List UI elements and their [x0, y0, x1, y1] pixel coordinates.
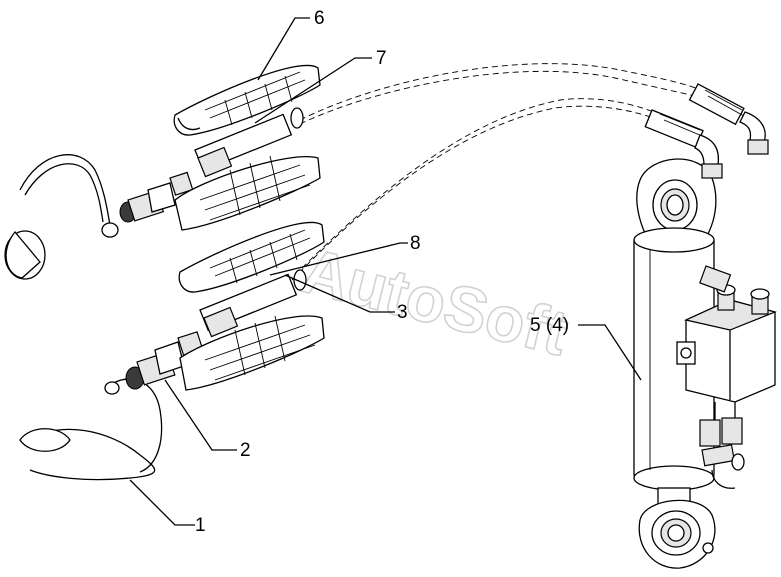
upper-holder-bottom: [174, 155, 321, 231]
hydraulic-cylinder: [633, 83, 777, 569]
callout-8: 8: [410, 233, 421, 254]
lower-holder-bottom: [179, 315, 325, 391]
upper-hose-end: [194, 107, 304, 178]
callout-7: 7: [376, 48, 387, 69]
upper-dust-cap-strap: [19, 154, 111, 226]
valve-block: [676, 265, 777, 489]
lower-dust-cap-strap: [29, 428, 156, 481]
callout-6: 6: [314, 8, 325, 29]
callout-2: 2: [240, 440, 251, 461]
cylinder-bottom-eye: [638, 499, 716, 569]
upper-quick-coupler: [119, 171, 194, 223]
hose-lines: [291, 63, 701, 281]
lower-hose-end: [199, 269, 307, 338]
callout-3: 3: [397, 302, 408, 323]
upper-holder-top: [173, 64, 321, 136]
lower-quick-coupler: [125, 331, 204, 390]
callout-1: 1: [195, 515, 206, 536]
cylinder-hose-fittings: [644, 83, 769, 179]
leader-lines: [129, 17, 642, 526]
lower-coupler-assembly: [19, 221, 325, 481]
upper-coupler-assembly: [4, 64, 321, 280]
callout-5: 5 (4): [530, 315, 569, 336]
watermark: AutoSoft: [295, 234, 575, 369]
lower-holder-top: [178, 221, 325, 293]
